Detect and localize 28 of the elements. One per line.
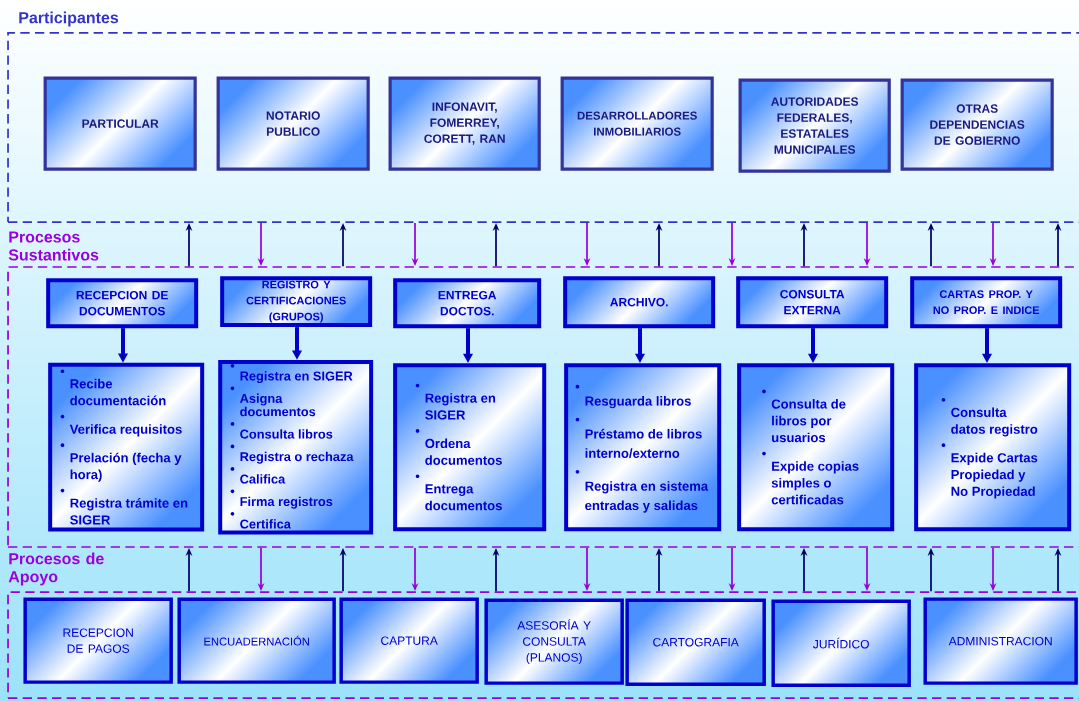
participant-box: AUTORIDADES FEDERALES, ESTATALES MUNICIPALES [738, 78, 891, 173]
support-box: ADMINISTRACION [923, 597, 1078, 685]
band-heading: Participantes [19, 11, 119, 27]
process-heading-box: CONSULTA EXTERNA [736, 276, 889, 329]
band-heading: Procesos Sustantivos [8, 231, 99, 261]
participant-box: OTRAS DEPENDENCIAS DE GOBIERNO [900, 78, 1054, 171]
participant-box: PARTICULAR [43, 76, 197, 171]
participant-box: NOTARIO PUBLICO [216, 76, 370, 171]
support-box: ENCUADERNACIÓN [177, 597, 336, 684]
process-detail-box: Recibe documentación Verifica requisitos Prelación (fecha y hora) Registra trámite en SIGER [48, 362, 205, 532]
support-box: ASESORÍA Y CONSULTA (PLANOS) [484, 598, 624, 685]
band-heading: Procesos de Apoyo [8, 552, 104, 586]
support-box: CARTOGRAFIA [625, 598, 766, 686]
support-box: RECEPCION DE PAGOS [23, 597, 173, 684]
process-heading-box: CARTAS PROP. Y NO PROP. E INDICE [910, 276, 1063, 329]
process-detail-box: Registra en SIGER Ordena documentos Entrega documentos [393, 363, 547, 532]
process-detail-box: Consulta datos registro Expide Cartas Propiedad y No Propiedad [914, 363, 1072, 532]
support-box: CAPTURA [339, 597, 479, 684]
process-heading-box: REGISTRO Y CERTIFICACIONES (GRUPOS) [220, 276, 373, 328]
process-heading-box: ARCHIVO. [563, 276, 716, 329]
participant-box: DESARROLLADORES INMOBILIARIOS [560, 76, 714, 171]
process-detail-box: Registra en SIGER Asigna documentos Consulta libros Registra o rechaza Califica Firma registros Certifica [218, 359, 374, 535]
process-heading-box: RECEPCION DE DOCUMENTOS [46, 278, 199, 329]
process-heading-box: ENTREGA DOCTOS. [393, 278, 542, 329]
process-detail-box: Resguarda libros Préstamo de libros interno/externo Registra en sistema entradas y salidas [564, 363, 722, 532]
support-box: JURÍDICO [771, 599, 911, 687]
process-detail-box: Consulta de libros por usuarios Expide copias simples o certificadas [737, 363, 895, 532]
participant-box: INFONAVIT, FOMERREY, CORETT, RAN [388, 76, 541, 171]
